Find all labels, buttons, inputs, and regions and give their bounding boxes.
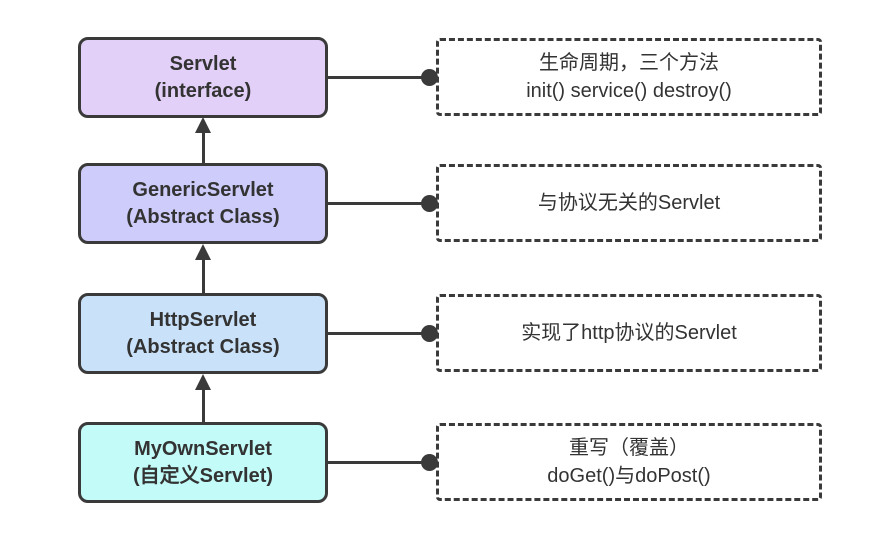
arrow-shaft — [201, 133, 205, 164]
connector-dot-icon — [421, 69, 438, 86]
note-box-genericservlet: 与协议无关的Servlet — [436, 164, 822, 242]
note-line: 生命周期，三个方法 — [539, 52, 719, 74]
arrow-shaft — [201, 260, 205, 294]
diagram-row-genericservlet: GenericServlet (Abstract Class) 与协议无关的Se… — [0, 163, 887, 245]
connector-line — [326, 332, 429, 335]
note-box-servlet: 生命周期，三个方法 init() service() destroy() — [436, 38, 822, 116]
class-box-myownservlet: MyOwnServlet (自定义Servlet) — [78, 422, 328, 503]
note-line: 与协议无关的Servlet — [537, 192, 721, 214]
note-box-myownservlet: 重写（覆盖） doGet()与doPost() — [436, 423, 822, 501]
connector-line — [326, 202, 429, 205]
arrow-shaft — [201, 390, 205, 422]
connector-dot-icon — [421, 325, 438, 342]
arrow-head-icon — [195, 244, 211, 260]
class-name: Servlet — [169, 52, 237, 75]
note-line: 实现了http协议的Servlet — [521, 322, 737, 344]
connector-dot-icon — [421, 454, 438, 471]
diagram-row-httpservlet: HttpServlet (Abstract Class) 实现了http协议的S… — [0, 293, 887, 375]
class-kind: (Abstract Class) — [126, 205, 280, 228]
class-kind: (自定义Servlet) — [132, 464, 274, 487]
inheritance-arrow-up-icon — [195, 244, 211, 294]
arrow-head-icon — [195, 117, 211, 133]
class-kind: (interface) — [154, 79, 252, 102]
class-box-servlet: Servlet (interface) — [78, 37, 328, 118]
inheritance-arrow-up-icon — [195, 374, 211, 422]
class-box-genericservlet: GenericServlet (Abstract Class) — [78, 163, 328, 244]
connector-line — [326, 76, 429, 79]
class-name: MyOwnServlet — [134, 437, 272, 460]
inheritance-arrow-up-icon — [195, 117, 211, 164]
class-name: HttpServlet — [149, 308, 257, 331]
note-line: init() service() destroy() — [526, 80, 732, 102]
arrow-head-icon — [195, 374, 211, 390]
note-box-httpservlet: 实现了http协议的Servlet — [436, 294, 822, 372]
connector-line — [326, 461, 429, 464]
class-name: GenericServlet — [132, 178, 274, 201]
note-line: doGet()与doPost() — [547, 465, 711, 487]
diagram-row-servlet: Servlet (interface) 生命周期，三个方法 init() ser… — [0, 37, 887, 118]
class-box-httpservlet: HttpServlet (Abstract Class) — [78, 293, 328, 374]
connector-dot-icon — [421, 195, 438, 212]
class-kind: (Abstract Class) — [126, 335, 280, 358]
diagram-row-myownservlet: MyOwnServlet (自定义Servlet) 重写（覆盖） doGet()… — [0, 422, 887, 505]
note-line: 重写（覆盖） — [569, 437, 689, 459]
